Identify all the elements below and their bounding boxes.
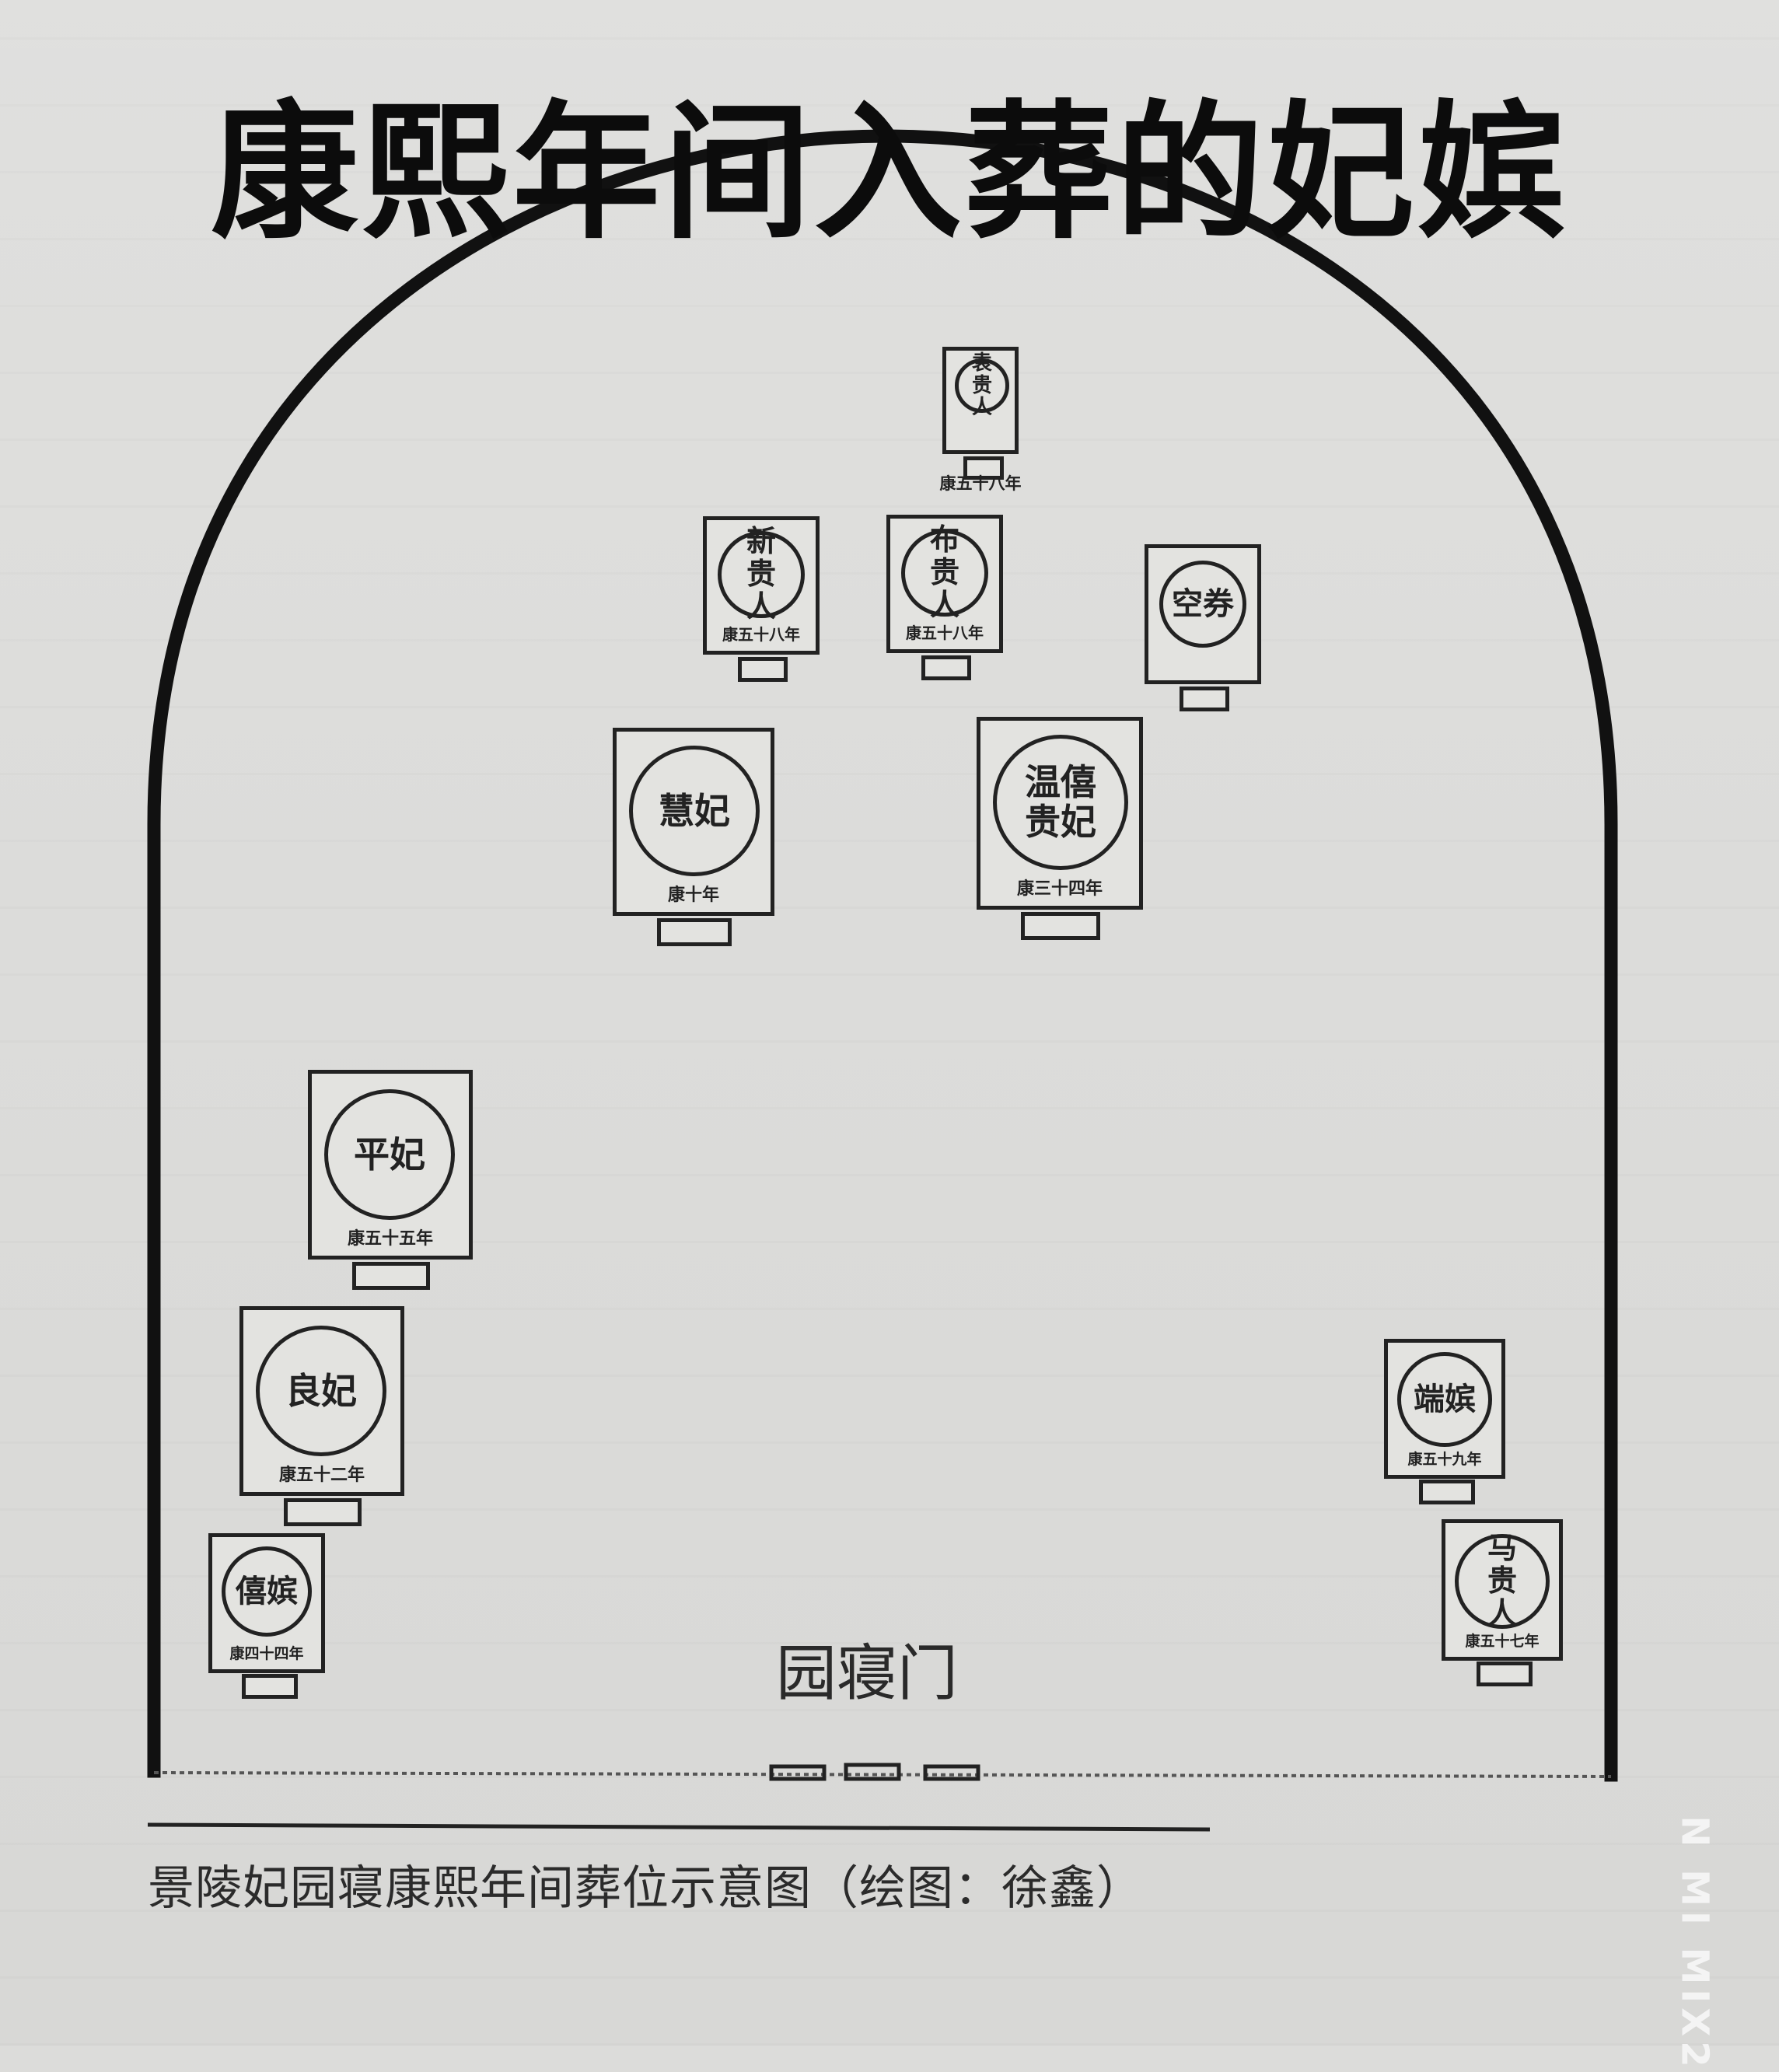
tomb-year-outside: 康五十八年 [939, 474, 1022, 493]
tomb-tab [1021, 912, 1100, 940]
tomb-tab [921, 655, 971, 680]
tomb-label: 新贵人 [718, 525, 805, 623]
tomb-tab [284, 1498, 362, 1526]
tomb-wenxi-guifei: 温僖贵妃 康三十四年 [977, 717, 1143, 940]
tomb-tab [657, 918, 732, 946]
tomb-label: 平妃 [324, 1089, 455, 1220]
tomb-label: 空券 [1159, 561, 1246, 648]
gate-block-right [923, 1764, 980, 1781]
tomb-year: 康五十五年 [347, 1229, 433, 1249]
tomb-tab [242, 1674, 298, 1699]
tomb-label: 慧妃 [629, 746, 760, 876]
tomb-hui-fei: 慧妃 康十年 [613, 728, 774, 946]
tomb-empty-vault: 空券 [1145, 544, 1261, 711]
figure-caption: 景陵妃园寝康熙年间葬位示意图（绘图：徐鑫） [148, 1861, 1144, 1916]
tomb-label: 袁贵人 [955, 352, 1009, 419]
tomb-label: 良妃 [256, 1326, 386, 1456]
tomb-tab [1477, 1661, 1533, 1686]
tomb-year: 康五十八年 [906, 624, 984, 642]
camera-watermark: N MI MIX2 [1652, 1815, 1738, 2071]
tomb-year: 康五十二年 [278, 1466, 365, 1485]
tomb-year: 康三十四年 [1016, 879, 1103, 899]
watermark-text: N MI MIX2 [1673, 1815, 1717, 2072]
tomb-bu-guiren: 布贵人 康五十八年 [886, 515, 1003, 680]
tomb-year: 康四十四年 [229, 1645, 304, 1662]
tomb-year: 康十年 [667, 886, 719, 905]
tomb-xin-guiren: 新贵人 康五十八年 [703, 516, 820, 682]
tomb-label: 马贵人 [1455, 1532, 1550, 1630]
tomb-year: 康五十九年 [1407, 1451, 1482, 1468]
base-line [153, 1771, 1612, 1778]
tomb-label: 布贵人 [901, 523, 988, 621]
tomb-year: 康五十八年 [722, 625, 800, 644]
tomb-xi-pin: 僖嫔 康四十四年 [208, 1533, 325, 1699]
tomb-tab [1419, 1480, 1475, 1504]
tomb-label: 温僖贵妃 [993, 735, 1128, 870]
tomb-year: 康五十七年 [1465, 1633, 1540, 1650]
gate-block-left [769, 1764, 827, 1781]
enclosure-wall [147, 129, 1618, 1782]
tomb-tab [963, 456, 1004, 480]
tomb-duan-pin: 端嫔 康五十九年 [1384, 1339, 1505, 1504]
tomb-tab [738, 657, 788, 682]
tomb-ma-guiren: 马贵人 康五十七年 [1442, 1519, 1563, 1686]
page-title: 康熙年间入葬的妃嫔 [210, 87, 1568, 259]
caption-rule [147, 1822, 1211, 1832]
tomb-tab [1180, 687, 1229, 711]
tomb-tab [352, 1262, 430, 1290]
tomb-label: 僖嫔 [222, 1546, 312, 1637]
tomb-yuan-guiren: 袁贵人 康五十八年 [942, 347, 1019, 480]
tomb-liang-fei: 良妃 康五十二年 [239, 1306, 404, 1526]
tomb-ping-fei: 平妃 康五十五年 [308, 1070, 473, 1290]
gate-block-center [844, 1763, 901, 1781]
tomb-label: 端嫔 [1397, 1352, 1492, 1447]
gate-label: 园寝门 [776, 1639, 959, 1709]
